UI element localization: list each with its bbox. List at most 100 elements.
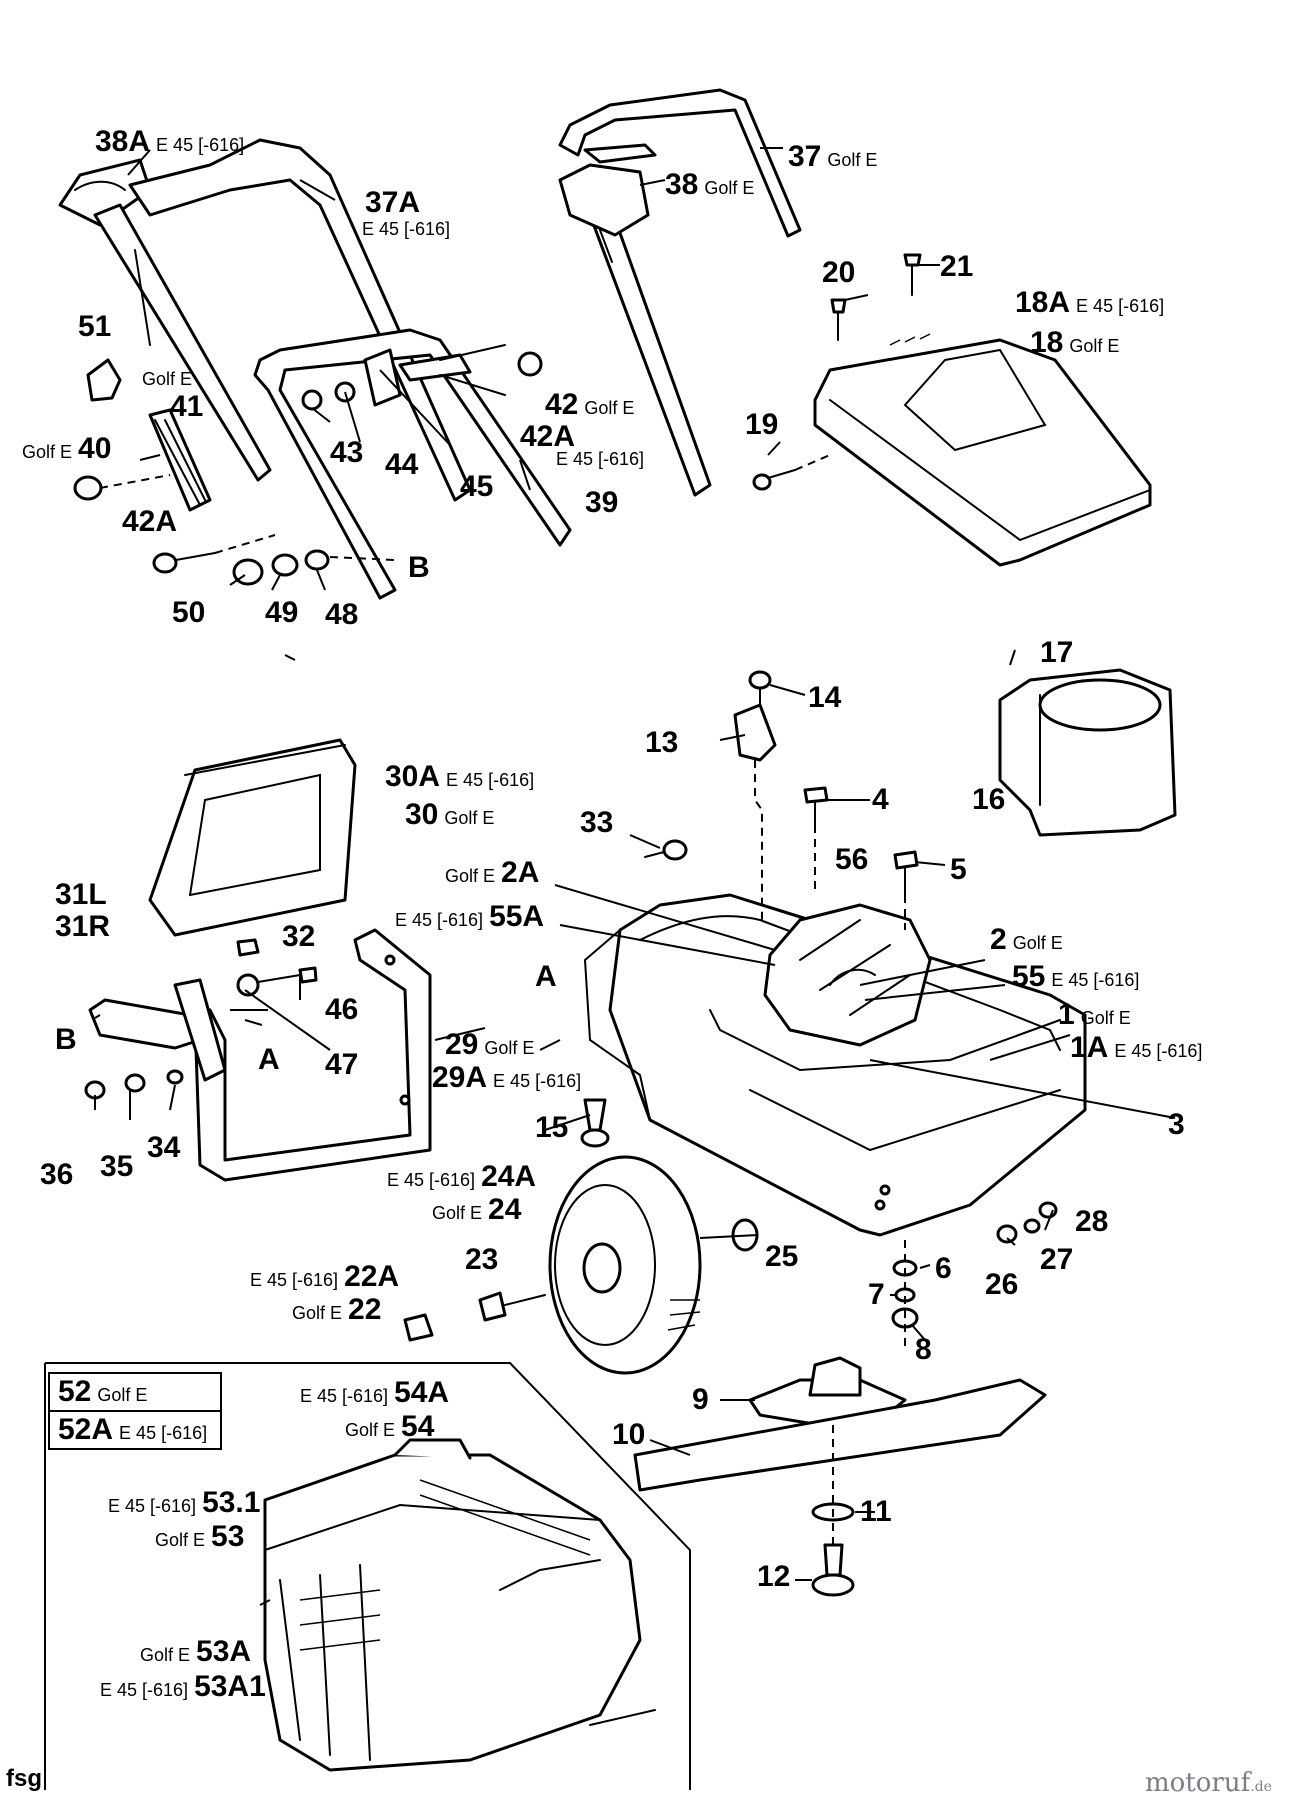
callout-36: 36 [40, 1160, 73, 1190]
callout-26: 26 [985, 1270, 1018, 1300]
part-number: 38A [95, 125, 151, 158]
part-number: 50 [172, 596, 206, 629]
screw-42A-left [152, 534, 276, 574]
part-number: 32 [282, 920, 316, 953]
part-number: 9 [692, 1383, 709, 1416]
part-number: 31R [55, 910, 111, 943]
motor-56 [763, 903, 1006, 1047]
callout-3: 3 [1168, 1110, 1185, 1140]
part-number: 17 [1040, 636, 1074, 669]
bolts-26-27-28 [996, 1201, 1058, 1244]
part-number: 25 [765, 1240, 799, 1273]
part-number: 1A [1070, 1031, 1109, 1064]
variant-label: Golf E [97, 1385, 148, 1405]
grass-catcher-53 [263, 1438, 656, 1772]
variant-label: Golf E [345, 1420, 396, 1440]
bolts-4-5-33 [644, 786, 919, 930]
callout-44: 44 [385, 450, 418, 480]
callout-9: 9 [692, 1385, 709, 1415]
variant-label: Golf E [1012, 933, 1063, 953]
variant-label: E 45 [-616] [395, 910, 484, 930]
part-number: 38 [665, 168, 699, 201]
variant-label: E 45 [-616] [493, 1071, 582, 1091]
brand-name: motoruf [1145, 1768, 1251, 1798]
callout-6: 6 [935, 1254, 952, 1284]
part-number: 52 [58, 1375, 92, 1408]
part-number: 42 [545, 388, 579, 421]
brand-watermark: motoruf.de [1145, 1768, 1272, 1798]
callout-12: 12 [757, 1562, 790, 1592]
variant-label: Golf E [142, 369, 193, 389]
washer-11-bolt-12 [811, 1425, 855, 1597]
part-number: 39 [585, 486, 619, 519]
leader-lines [94, 147, 1176, 1606]
part-number: 8 [915, 1333, 932, 1366]
part-number: 48 [325, 598, 359, 631]
part-number: 30A [385, 760, 441, 793]
part-number: B [55, 1023, 77, 1056]
variant-label: Golf E [444, 808, 495, 828]
part-number: 45 [460, 470, 494, 503]
rear-flap-30 [148, 738, 357, 937]
callout-42A: 42A [520, 422, 575, 452]
callout-50: 50 [172, 598, 205, 628]
part-number: B [408, 551, 430, 584]
variant-label: Golf E [1080, 1008, 1131, 1028]
part-number: 53A1 [194, 1670, 266, 1703]
variant-label: E 45 [-616] [1114, 1041, 1203, 1061]
wheel-24 [548, 1155, 702, 1375]
callout-37A: 37A [365, 188, 420, 218]
handle-bracket-45 [301, 344, 543, 411]
part-number: 24A [481, 1160, 537, 1193]
part-number: 20 [822, 256, 856, 289]
part-number: 16 [972, 783, 1006, 816]
variant-label: Golf E [155, 1530, 206, 1550]
callout-23: 23 [465, 1245, 498, 1275]
callout-13: 13 [645, 728, 678, 758]
part-number: 3 [1168, 1108, 1185, 1141]
callout-16: 16 [972, 785, 1005, 815]
washers-6-7-8 [891, 1240, 919, 1350]
fan-housing-16 [998, 668, 1177, 837]
part-number: 41 [170, 390, 204, 423]
callout-B-bracket: B [55, 1025, 77, 1055]
part-number: 30 [405, 798, 439, 831]
callout-19: 19 [745, 410, 778, 440]
part-number: 27 [1040, 1243, 1074, 1276]
part-number: 22A [344, 1260, 400, 1293]
grass-catcher-box-frame [44, 1362, 691, 1790]
callout-A-deck: A [535, 962, 557, 992]
part-number: 21 [940, 250, 974, 283]
callout-28: 28 [1075, 1207, 1108, 1237]
callout-43: 43 [330, 438, 363, 468]
callout-B-top: B [408, 553, 430, 583]
callout-54A: E 45 [-616]54A [300, 1378, 449, 1408]
variant-label: E 45 [-616] [446, 770, 535, 790]
callout-25: 25 [765, 1242, 798, 1272]
part-number: 55 [1012, 960, 1046, 993]
callout-42A-variant: E 45 [-616] [556, 450, 644, 469]
part-number: 56 [835, 843, 869, 876]
variant-label: E 45 [-616] [108, 1496, 197, 1516]
part-number: 53.1 [202, 1486, 261, 1519]
variant-label: Golf E [704, 178, 755, 198]
part-number: 23 [465, 1243, 499, 1276]
callout-48: 48 [325, 600, 358, 630]
